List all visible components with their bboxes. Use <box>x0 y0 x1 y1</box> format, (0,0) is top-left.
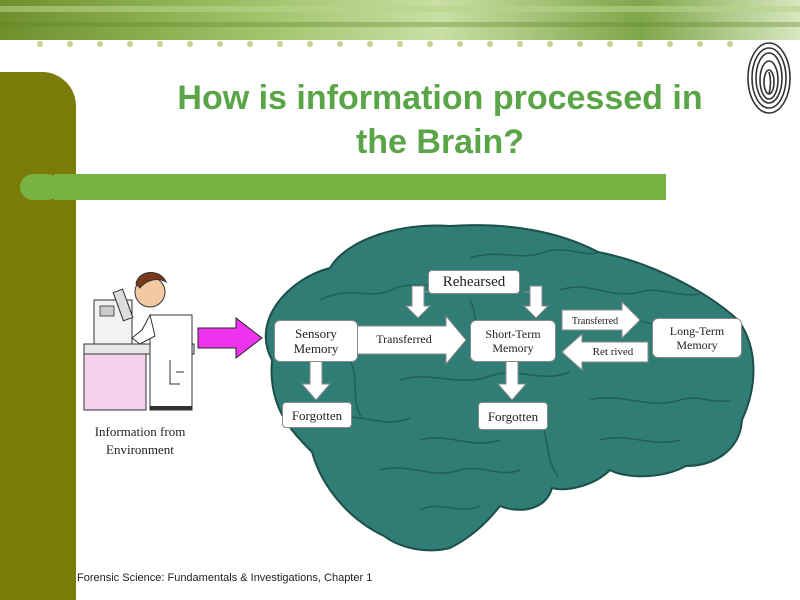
left-decorative-band <box>0 72 76 600</box>
forgotten-label-2: Forgotten <box>487 408 539 424</box>
short-term-memory-box: Short-Term Memory <box>470 320 556 362</box>
transferred-label-2: Transferred <box>571 316 619 327</box>
arrow-rehearsed-right <box>522 285 550 319</box>
arrow-rehearsed-left <box>404 285 432 319</box>
long-term-memory-label: Long-Term Memory <box>669 324 725 352</box>
long-term-memory-box: Long-Term Memory <box>652 318 742 358</box>
arrow-transferred-2 <box>561 300 641 340</box>
info-line-1: Information from <box>94 424 186 439</box>
short-term-memory-label: Short-Term Memory <box>485 327 541 355</box>
dotted-band <box>37 41 733 47</box>
slide-title: How is information processed in the Brai… <box>110 76 770 164</box>
title-line-2: the Brain? <box>355 123 525 161</box>
top-banner <box>0 0 800 40</box>
fingerprint-icon <box>747 42 791 114</box>
arrow-forgotten-1 <box>300 359 332 401</box>
sensory-memory-box: Sensory Memory <box>274 320 358 362</box>
scientist-illustration <box>83 272 195 411</box>
title-line-1: How is information processed in <box>177 79 703 117</box>
green-divider-bar <box>54 174 666 200</box>
transferred-label-1: Transferred <box>376 332 432 346</box>
rehearsed-box: Rehearsed <box>428 270 520 294</box>
slide-footer: Forensic Science: Fundamentals & Investi… <box>77 572 373 584</box>
information-source-label: Information from Environment <box>70 423 210 459</box>
info-line-2: Environment <box>106 442 174 457</box>
forgotten-box-2: Forgotten <box>478 402 548 430</box>
forgotten-box-1: Forgotten <box>282 402 352 428</box>
input-arrow <box>197 316 263 360</box>
green-pill-accent <box>20 174 60 200</box>
rehearsed-label: Rehearsed <box>442 273 506 290</box>
retrieved-label: Ret rived <box>592 346 634 358</box>
sensory-memory-label: Sensory Memory <box>293 326 339 356</box>
arrow-transferred-1 <box>355 314 467 366</box>
arrow-retrieved <box>561 332 649 372</box>
arrow-forgotten-2 <box>496 357 528 401</box>
forgotten-label-1: Forgotten <box>291 407 343 423</box>
